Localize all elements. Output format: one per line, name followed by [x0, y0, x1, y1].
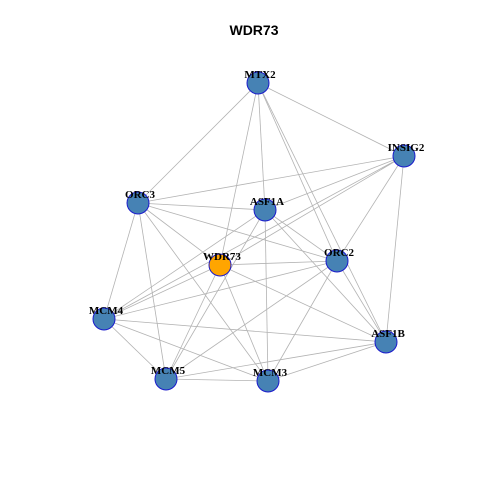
node-circle: [246, 71, 270, 95]
edge-insig2-orc3: [137, 155, 405, 204]
edge-mcm4-mcm3: [103, 318, 269, 382]
node-circle: [154, 367, 178, 391]
edge-mtx2-asf1a: [257, 82, 266, 211]
node-circle: [92, 307, 116, 331]
edge-orc3-orc2: [137, 202, 338, 262]
edge-orc2-asf1b: [336, 260, 387, 343]
edge-insig2-mcm4: [103, 155, 405, 320]
edge-asf1a-asf1b: [264, 209, 387, 343]
node-mcm5: MCM5: [151, 365, 186, 391]
node-orc3: ORC3: [125, 189, 155, 215]
node-label: MCM5: [151, 365, 186, 377]
edge-insig2-asf1a: [264, 155, 405, 211]
node-circle: [253, 198, 277, 222]
edge-mcm5-mcm3: [165, 378, 269, 382]
edge-insig2-orc2: [336, 155, 405, 262]
edge-wdr73-mcm3: [219, 264, 269, 382]
node-circle: [392, 144, 416, 168]
node-circle: [208, 253, 232, 277]
edge-mtx2-asf1b: [257, 82, 387, 343]
edge-orc3-asf1a: [137, 202, 266, 211]
edge-mcm3-asf1b: [267, 341, 387, 382]
node-label: ORC2: [324, 247, 354, 259]
edge-wdr73-mcm5: [165, 264, 221, 380]
node-label: ASF1B: [371, 328, 405, 340]
edge-orc3-mcm4: [103, 202, 139, 320]
edge-mtx2-wdr73: [219, 82, 259, 266]
edge-orc3-wdr73: [137, 202, 221, 266]
edge-insig2-wdr73: [219, 155, 405, 266]
node-label: ASF1A: [250, 196, 284, 208]
edge-asf1a-mcm5: [165, 209, 266, 380]
node-asf1a: ASF1A: [250, 196, 284, 222]
edge-asf1a-mcm4: [103, 209, 266, 320]
edge-wdr73-mcm4: [103, 264, 221, 320]
edge-mtx2-orc3: [137, 82, 259, 204]
edges-layer: [103, 82, 405, 382]
node-orc2: ORC2: [324, 247, 354, 273]
node-mtx2: MTX2: [244, 69, 276, 95]
edge-orc3-mcm5: [137, 202, 167, 380]
node-circle: [126, 191, 150, 215]
graph-title: WDR73: [229, 22, 278, 38]
edge-mcm5-asf1b: [165, 341, 387, 380]
node-label: ORC3: [125, 189, 155, 201]
node-label: MCM3: [253, 367, 288, 379]
edge-wdr73-asf1b: [219, 264, 387, 343]
edge-orc2-mcm3: [267, 260, 338, 382]
node-label: INSIG2: [388, 142, 425, 154]
edge-orc3-mcm3: [137, 202, 269, 382]
node-asf1b: ASF1B: [371, 328, 405, 354]
edge-wdr73-orc2: [219, 260, 338, 266]
edge-insig2-asf1b: [385, 155, 405, 343]
node-circle: [256, 369, 280, 393]
node-mcm3: MCM3: [253, 367, 288, 393]
edge-asf1a-mcm3: [264, 209, 269, 382]
edge-mcm4-mcm5: [103, 318, 167, 380]
node-wdr73: WDR73: [203, 251, 241, 277]
edge-mtx2-insig2: [257, 82, 405, 157]
edge-mtx2-orc2: [257, 82, 338, 262]
node-label: MTX2: [244, 69, 276, 81]
node-label: MCM4: [89, 305, 124, 317]
node-mcm4: MCM4: [89, 305, 124, 331]
edge-mcm4-asf1b: [103, 318, 387, 343]
edge-orc2-mcm5: [165, 260, 338, 380]
edge-orc2-mcm4: [103, 260, 338, 320]
node-insig2: INSIG2: [388, 142, 425, 168]
node-circle: [325, 249, 349, 273]
edge-asf1a-orc2: [264, 209, 338, 262]
node-label: WDR73: [203, 251, 241, 263]
node-circle: [374, 330, 398, 354]
